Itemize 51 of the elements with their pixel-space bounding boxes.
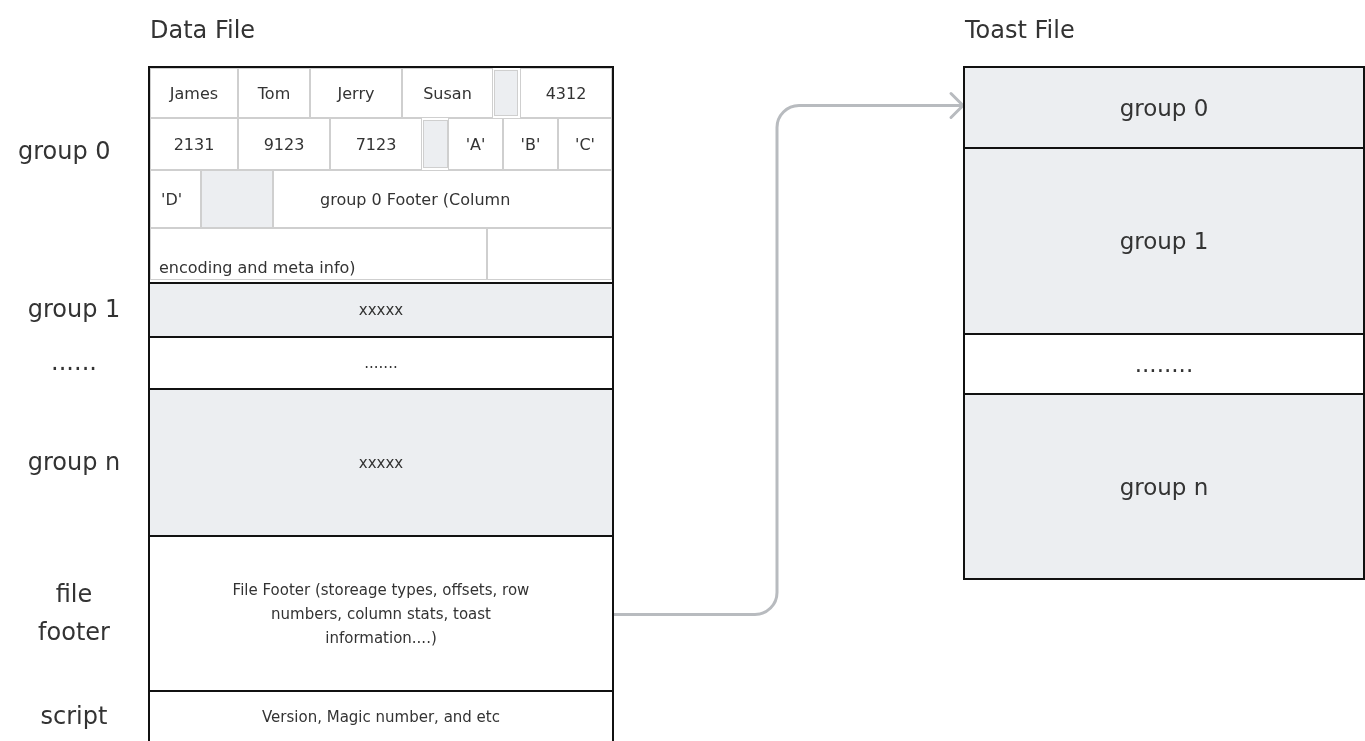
- table-cell: [238, 68, 310, 118]
- segment-label: group n: [1119, 473, 1209, 500]
- table-cell: [150, 118, 238, 170]
- empty-cell: [423, 120, 448, 168]
- cell-label: 'B': [520, 134, 541, 154]
- segment-label: group 1: [1119, 228, 1209, 254]
- cell-label: 'D': [161, 189, 183, 209]
- arrow: [614, 92, 965, 616]
- cell-label: encoding and meta info): [159, 258, 356, 277]
- row-label: group n: [26, 446, 122, 478]
- table-cell: [150, 170, 201, 228]
- table-cell: [448, 118, 503, 170]
- row-label: file footer: [37, 579, 111, 648]
- row-segment: [965, 393, 1363, 578]
- cell-label: 'C': [575, 134, 595, 154]
- cell-label: group 0 Footer (Column: [320, 189, 511, 209]
- table-cell: [273, 170, 612, 228]
- table-cell: [330, 118, 422, 170]
- cell-label: Susan: [423, 83, 472, 103]
- cell-label: James: [169, 83, 219, 103]
- segment-label: xxxxx: [358, 300, 404, 321]
- segment-label: .......: [364, 353, 398, 374]
- file-title: Toast File: [965, 16, 1075, 44]
- cell-label: 2131: [173, 134, 215, 154]
- cell-label: 7123: [355, 134, 397, 154]
- row-segment: [965, 68, 1363, 147]
- row-segment: [965, 147, 1363, 333]
- file-title: Data File: [150, 16, 256, 44]
- cell-label: 9123: [263, 134, 305, 154]
- row-label: group 0: [18, 137, 111, 165]
- table-cell: [310, 68, 402, 118]
- table-cell: [558, 118, 612, 170]
- empty-cell: [494, 70, 518, 116]
- segment-label: ........: [1134, 351, 1194, 377]
- table-cell: [150, 228, 487, 280]
- cell-label: 4312: [545, 83, 587, 103]
- segment-label: group 0: [1119, 94, 1209, 121]
- table-cell: [402, 68, 493, 118]
- row-label: group 1: [26, 294, 122, 326]
- cell-label: Tom: [257, 83, 291, 103]
- table-cell: [150, 68, 238, 118]
- table-cell: [238, 118, 330, 170]
- segment-label: Version, Magic number, and etc: [262, 706, 500, 728]
- table-cell: [520, 68, 612, 118]
- cell-label: Jerry: [337, 83, 375, 103]
- segment-label: xxxxx: [358, 452, 404, 474]
- segment-label: File Footer (storeage types, offsets, row numbers, column stats, toast information....): [231, 579, 531, 649]
- table-cell: [503, 118, 558, 170]
- row-label: script: [39, 700, 109, 732]
- cell-label: 'A': [465, 134, 486, 154]
- row-label: ......: [50, 347, 98, 379]
